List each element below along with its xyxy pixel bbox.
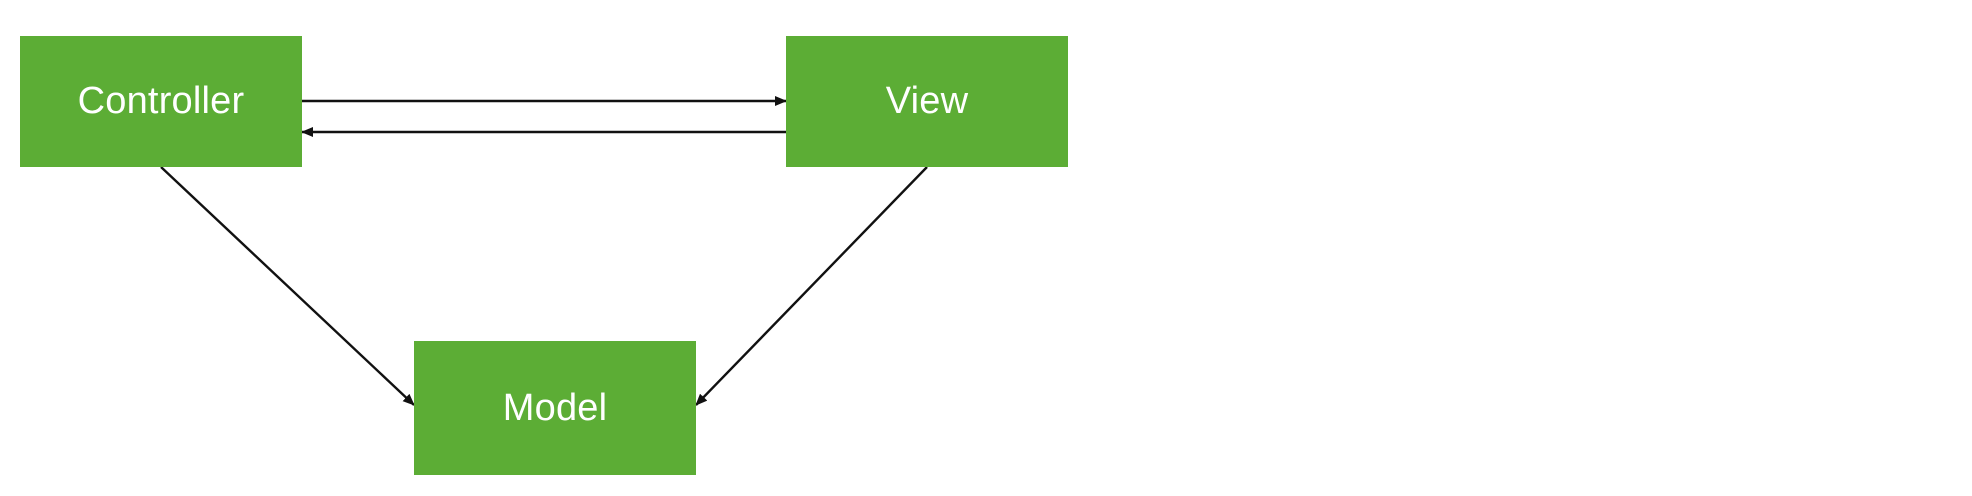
view-node: View xyxy=(786,36,1068,167)
controller-label: Controller xyxy=(77,80,245,122)
edge-view-to-model xyxy=(695,166,928,406)
edge-controller-to-model xyxy=(160,166,415,406)
model-label: Model xyxy=(502,386,608,429)
view-label: View xyxy=(885,80,969,122)
model-node: Model xyxy=(414,341,696,475)
controller-node: Controller xyxy=(20,36,302,167)
